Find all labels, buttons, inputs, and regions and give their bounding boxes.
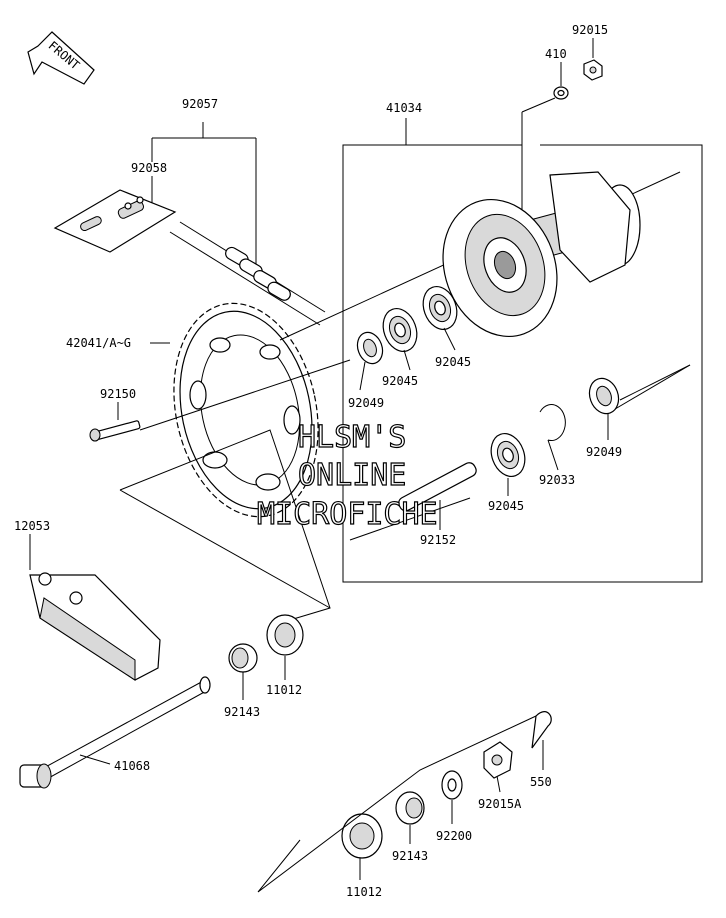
hub-nut <box>583 59 603 81</box>
chain-guide <box>29 572 161 681</box>
label-92015: 92015 <box>572 23 608 37</box>
label-42041: 42041/A~G <box>66 336 131 350</box>
label-92045-c: 92045 <box>488 499 524 513</box>
axle-nut <box>483 741 513 779</box>
sprocket-bolt <box>89 420 141 442</box>
seal-upper <box>356 331 384 365</box>
label-92015A: 92015A <box>478 797 522 811</box>
label-92033: 92033 <box>539 473 575 487</box>
rear-axle <box>19 676 211 789</box>
label-12053: 12053 <box>14 519 50 533</box>
label-41068: 41068 <box>114 759 150 773</box>
circlip <box>539 404 566 441</box>
rear-hub <box>442 171 641 338</box>
label-41034: 41034 <box>386 101 422 115</box>
label-92143-b: 92143 <box>392 849 428 863</box>
label-11012-a: 11012 <box>266 683 302 697</box>
washer-lower <box>341 813 383 859</box>
hub-washer <box>553 86 569 100</box>
label-550: 550 <box>530 775 552 789</box>
axle-collar <box>228 643 258 673</box>
label-92143-a: 92143 <box>224 705 260 719</box>
axle-washer-lower <box>441 770 463 800</box>
front-arrow-icon: FRONT <box>27 31 95 85</box>
collar-lower <box>395 791 425 825</box>
seal-right <box>588 377 620 415</box>
watermark-line-1: HLSM'S <box>298 420 406 455</box>
label-92045-b: 92045 <box>435 355 471 369</box>
watermark-line-2: ONLINE <box>298 458 406 493</box>
label-92057: 92057 <box>182 97 218 111</box>
label-92200: 92200 <box>436 829 472 843</box>
label-92152: 92152 <box>420 533 456 547</box>
label-92150: 92150 <box>100 387 136 401</box>
drive-chain <box>169 221 326 326</box>
label-11012-b: 11012 <box>346 885 382 899</box>
bearing-upper-1 <box>422 286 458 330</box>
rear-sprocket <box>173 302 319 518</box>
spacer-collar <box>398 462 477 512</box>
label-92049-a: 92049 <box>348 396 384 410</box>
cotter-pin <box>531 711 552 749</box>
hub-assembly-frame <box>342 144 703 583</box>
label-92058: 92058 <box>131 161 167 175</box>
bearing-upper-2 <box>382 308 418 352</box>
watermark-line-3: MICROFICHE <box>257 497 438 532</box>
chain-joint-kit <box>53 189 177 253</box>
label-92045-a: 92045 <box>382 374 418 388</box>
bearing-lower <box>490 433 526 477</box>
label-92049-b: 92049 <box>586 445 622 459</box>
label-410: 410 <box>545 47 567 61</box>
axle-washer <box>266 614 304 656</box>
